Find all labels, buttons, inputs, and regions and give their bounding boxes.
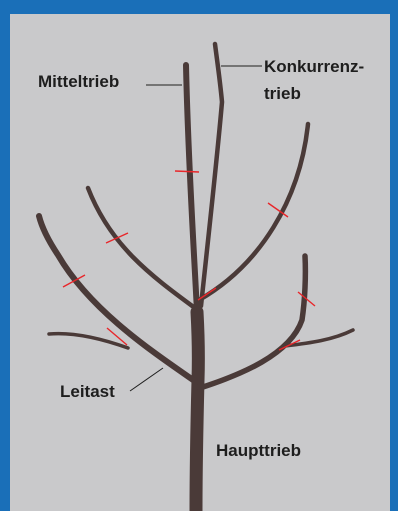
label-konkurrenztrieb-line1: Konkurrenz- — [264, 57, 364, 77]
label-leitast: Leitast — [60, 382, 115, 402]
label-konkurrenztrieb-line2: trieb — [264, 84, 301, 104]
leader-line-leitast — [130, 368, 163, 391]
label-mitteltrieb: Mitteltrieb — [38, 72, 119, 92]
cut-mark-central-leader — [175, 171, 199, 172]
central-leader-branch — [186, 65, 197, 312]
main-trunk — [196, 312, 198, 511]
left-upper-scaffold-branch — [88, 188, 195, 308]
label-haupttrieb: Haupttrieb — [216, 441, 301, 461]
competing-shoot-branch — [201, 44, 222, 306]
right-lower-scaffold-branch — [200, 256, 305, 388]
